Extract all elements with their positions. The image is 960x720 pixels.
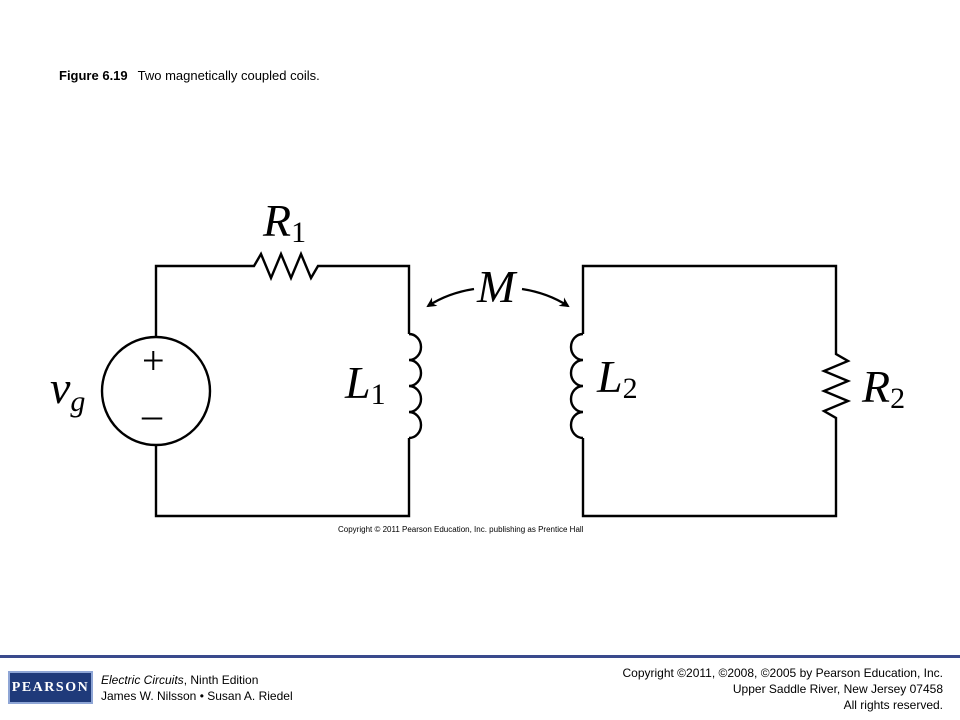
figure-copyright: Copyright © 2011 Pearson Education, Inc.…	[338, 525, 584, 534]
source-minus-sign: –	[141, 392, 163, 437]
r2-resistor	[820, 348, 852, 424]
copyright-line-3: All rights reserved.	[843, 698, 943, 712]
publisher-copyright: Copyright ©2011, ©2008, ©2005 by Pearson…	[622, 665, 943, 713]
footer-divider	[0, 655, 960, 658]
r1-label: R1	[262, 195, 306, 249]
figure-caption-text: Two magnetically coupled coils.	[137, 68, 320, 83]
mutual-arrow-right	[521, 287, 570, 308]
book-title-line: Electric Circuits, Ninth Edition	[101, 672, 293, 688]
l1-label: L1	[344, 357, 386, 411]
right-loop-wire-b	[581, 424, 838, 518]
book-edition: , Ninth Edition	[183, 673, 259, 687]
book-authors: James W. Nilsson • Susan A. Riedel	[101, 689, 293, 703]
left-right-wire	[154, 438, 411, 518]
pearson-logo: PEARSON	[8, 671, 93, 704]
source-plus-sign: +	[142, 338, 165, 383]
r2-label: R2	[861, 361, 905, 415]
l1-inductor	[408, 332, 423, 440]
r1-resistor	[246, 250, 326, 282]
voltage-source	[100, 335, 212, 447]
left-top-wire-b	[326, 264, 411, 334]
figure-caption: Figure 6.19 Two magnetically coupled coil…	[59, 68, 320, 83]
book-title: Electric Circuits	[101, 673, 184, 687]
mutual-arrow-left	[426, 287, 475, 308]
book-info: Electric Circuits, Ninth Edition James W…	[101, 672, 293, 704]
source-label: vg	[50, 362, 85, 418]
right-loop-wire-a	[581, 264, 838, 348]
copyright-line-2: Upper Saddle River, New Jersey 07458	[732, 682, 943, 696]
figure-number: Figure 6.19	[59, 68, 128, 83]
mutual-label: M	[476, 261, 518, 312]
logo-text: PEARSON	[11, 679, 90, 695]
left-top-wire-a	[154, 264, 246, 337]
l2-inductor	[569, 332, 584, 440]
copyright-line-1: Copyright ©2011, ©2008, ©2005 by Pearson…	[622, 666, 943, 680]
l2-label: L2	[596, 351, 638, 405]
